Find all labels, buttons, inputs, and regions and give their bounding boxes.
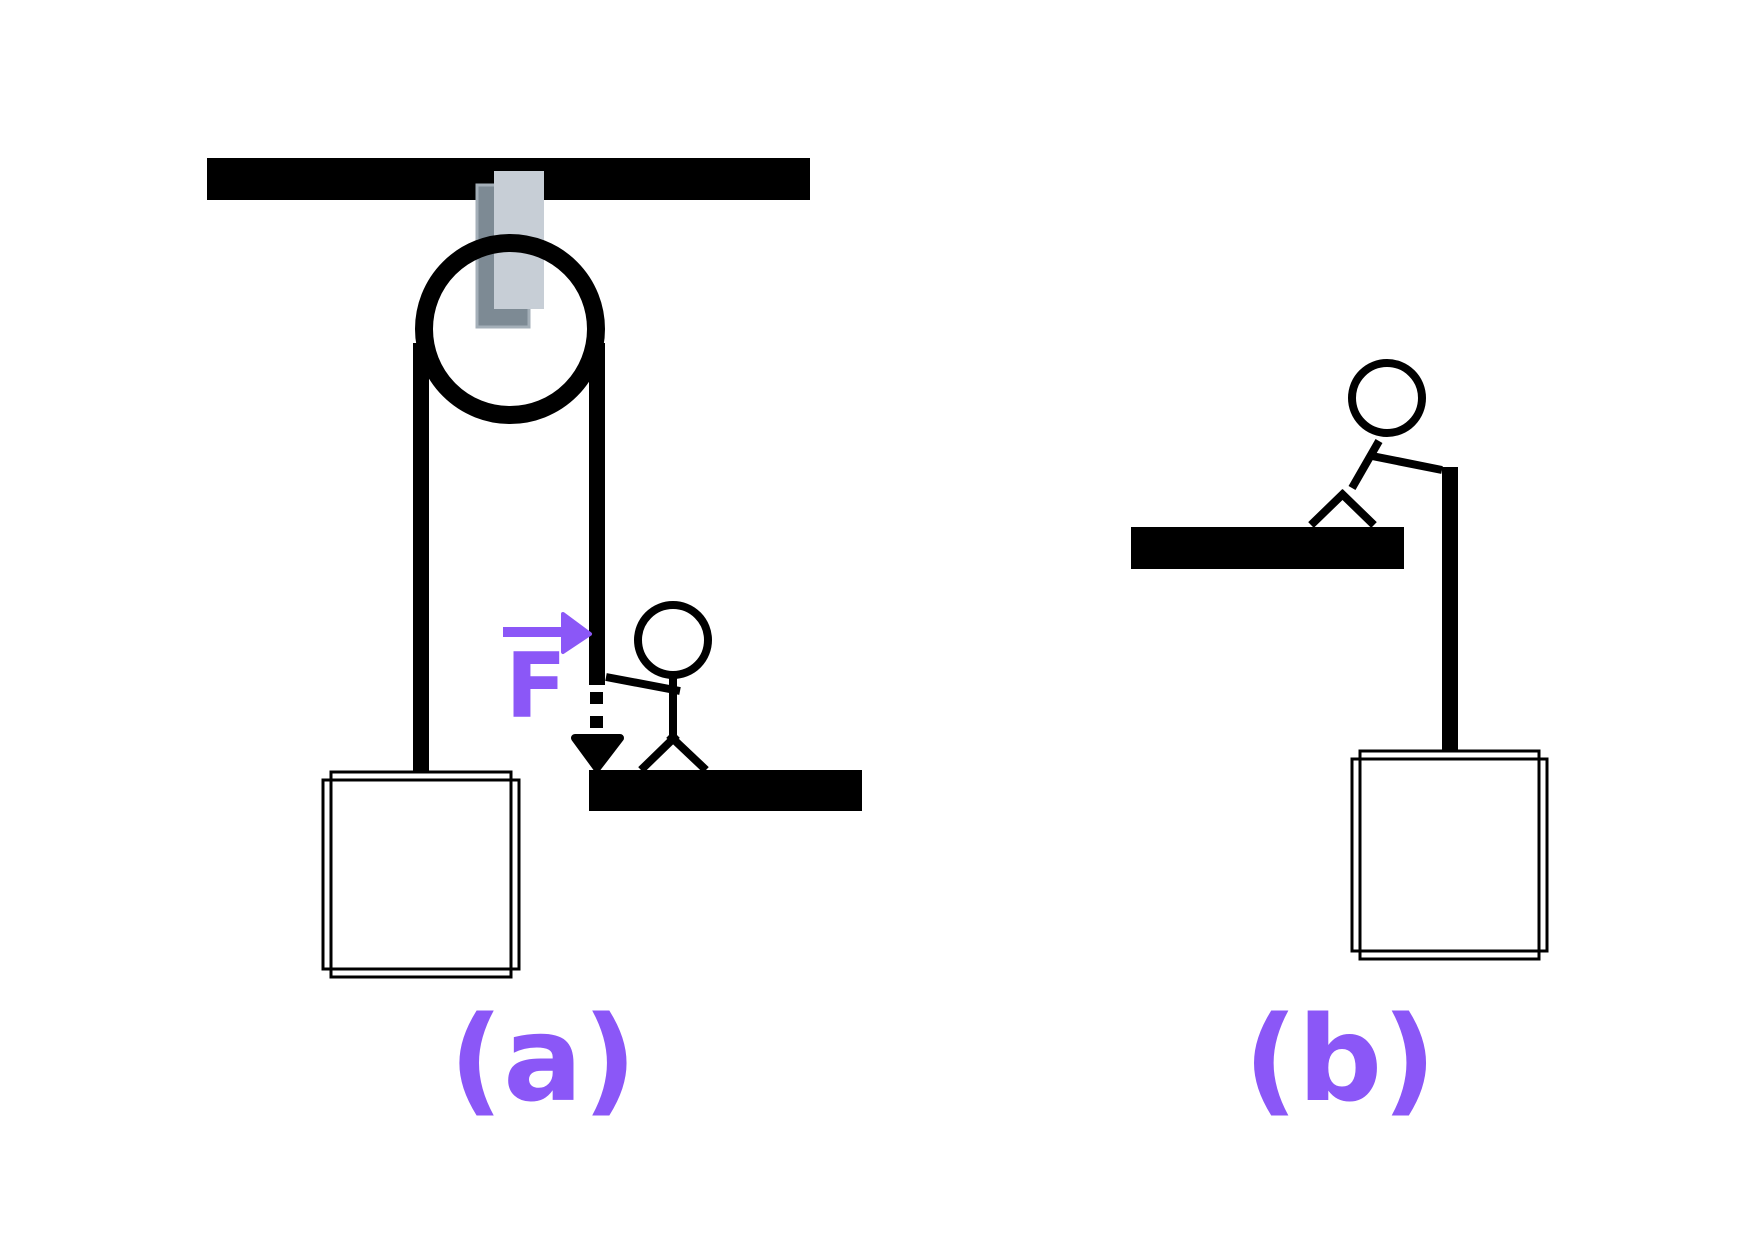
platform-b	[1131, 527, 1404, 569]
panel-label-b: (b)	[1244, 990, 1436, 1128]
hanging-block-b	[1350, 749, 1549, 961]
force-label: F	[505, 634, 566, 739]
figure-head	[634, 601, 712, 679]
pull-direction-arrow-icon	[571, 734, 624, 772]
stick-figure-a	[605, 601, 712, 773]
force-vector: F	[503, 612, 592, 739]
stick-figure-b	[1308, 359, 1443, 528]
hanging-block	[321, 770, 521, 979]
pulley-wheel	[415, 234, 605, 424]
panel-a: F (a)	[207, 158, 862, 1128]
rope-dotted-extension	[590, 692, 603, 728]
figure-head-b	[1348, 359, 1426, 437]
force-vector-arrow-icon	[561, 612, 592, 654]
floor-platform	[589, 770, 862, 811]
panel-label-a: (a)	[449, 990, 637, 1128]
panel-b: (b)	[1131, 359, 1549, 1128]
